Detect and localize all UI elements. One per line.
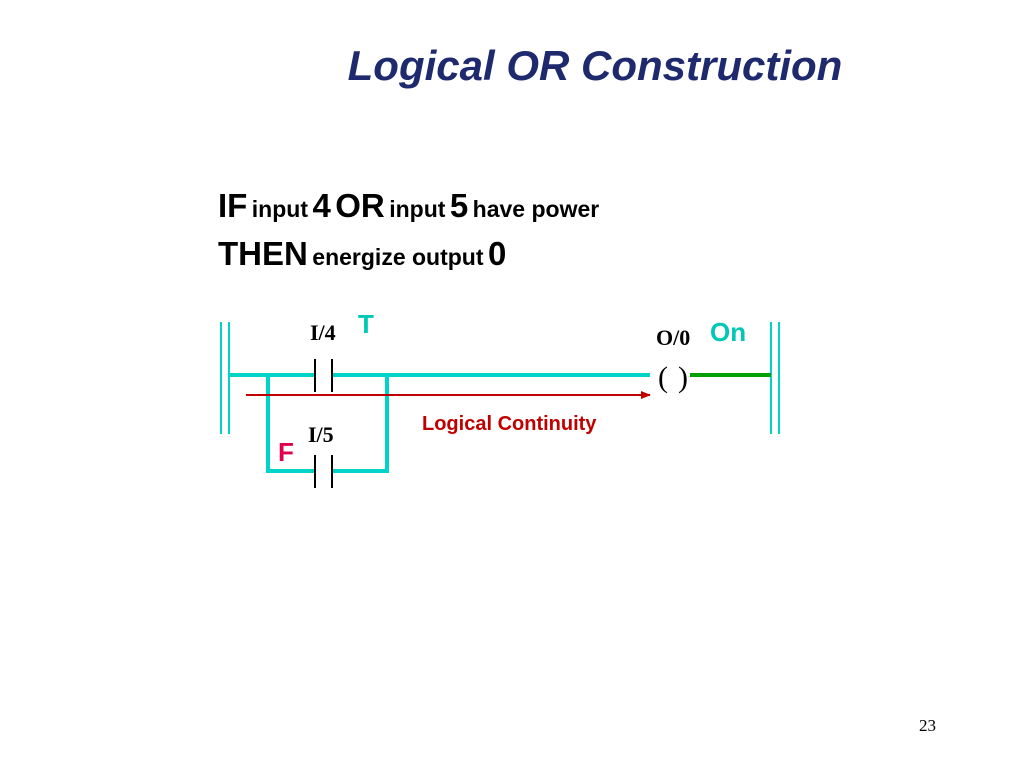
coil-left-paren: ( [658,361,668,394]
contact-i5 [314,455,333,488]
statement-action: energize output [312,244,484,270]
contact-i5-state: F [278,437,294,467]
input-a-number: 4 [312,187,331,224]
keyword-then: THEN [218,235,308,272]
coil-state: On [710,317,746,347]
slide-title: Logical OR Construction [347,42,843,89]
parallel-branch-wire [266,375,389,473]
keyword-or: OR [335,187,385,224]
contact-i4-state: T [358,309,374,339]
contact-i4 [314,359,333,392]
page-number: 23 [919,716,936,735]
logic-statement-line-2: THEN energize output 0 [218,234,506,281]
output-number: 0 [487,235,507,272]
coil-right-paren: ) [678,361,688,394]
input-a-label: input [251,196,308,222]
contact-i5-label: I/5 [308,422,334,447]
coil-o0-label: O/0 [656,325,690,350]
input-b-number: 5 [449,187,469,224]
left-power-rail [220,322,230,434]
statement-tail: have power [472,196,600,222]
logic-statement-line-1: IF input 4 OR input 5 have power [218,186,599,233]
keyword-if: IF [218,187,248,224]
contact-i4-label: I/4 [310,320,336,345]
input-b-label: input [389,196,446,222]
right-power-rail [770,322,780,434]
continuity-label: Logical Continuity [422,413,597,435]
